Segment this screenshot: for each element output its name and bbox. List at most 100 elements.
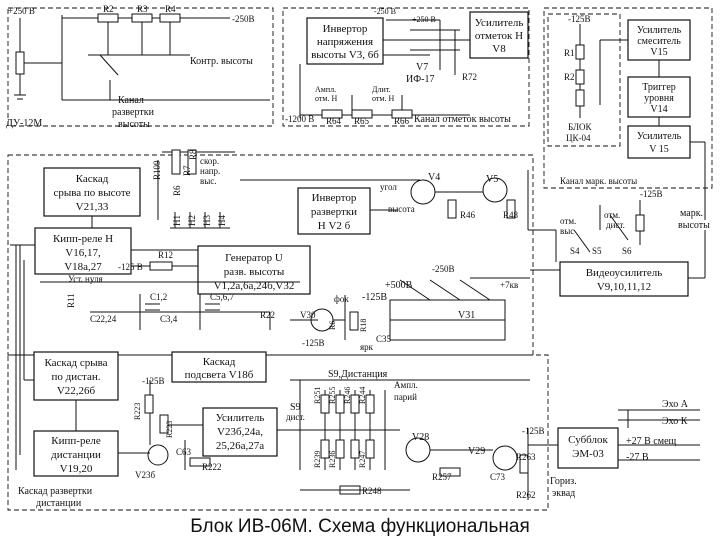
label: R236 (328, 451, 337, 468)
block-sweep-inverter (297, 187, 371, 235)
block-video-amplifier (559, 261, 689, 297)
block-line: высоты V3, 6б (311, 49, 379, 61)
label: дист. (606, 220, 625, 230)
block-line: напряжения (317, 36, 373, 48)
label: R72 (462, 72, 477, 82)
label: V5 (486, 174, 498, 185)
label: эквад (552, 488, 575, 499)
label: R2 (564, 72, 575, 82)
block-line: V21,33 (76, 201, 109, 213)
block-line: V1,2а,6а,24б,V32 (214, 280, 295, 292)
label: +7кв (500, 280, 518, 290)
label: V23б (135, 470, 155, 480)
label: Эхо А (662, 399, 689, 410)
block-line: уровня (644, 93, 674, 104)
label: дист. (286, 412, 305, 422)
label: БЛОК (568, 122, 593, 132)
block-line: Видеоусилитель (586, 267, 663, 279)
label: R11 (66, 293, 76, 308)
block-line: Усилитель (637, 131, 682, 142)
label: R255 (328, 387, 337, 404)
block-line: V19,20 (60, 463, 93, 475)
label: Н4 (217, 215, 227, 226)
label: Н2 (187, 215, 197, 226)
block-text-generator-u: Генератор U разв. высоты V1,2а,6а,24б,V3… (214, 252, 295, 292)
label: +27 В смещ (626, 436, 677, 447)
label: R257 (432, 472, 452, 482)
block-voltage-inverter (306, 17, 384, 65)
block-line: Каскад (76, 173, 109, 185)
block-marks-amplifier (469, 11, 529, 59)
block-text-video-amplifier: Видеоусилитель V9,10,11,12 (586, 267, 663, 293)
label: напр. (200, 166, 220, 176)
block-line: Усилитель (475, 17, 524, 29)
block-line: Кипп-реле (51, 435, 101, 447)
label: R109 (152, 160, 162, 180)
main-sweep-wiring (10, 149, 689, 470)
label: отм. Н (372, 94, 394, 103)
block-line: V18а,27 (64, 261, 102, 273)
label: -125В (362, 292, 387, 303)
label: дистанции (36, 498, 82, 509)
label: R2 (103, 4, 114, 14)
label: R239 (313, 451, 322, 468)
label: ДУ-12М (6, 118, 42, 129)
label: -250В (232, 14, 255, 24)
label: Ампл. (394, 380, 418, 390)
block-line: Триггер (642, 82, 676, 93)
label: -125 В (118, 262, 143, 272)
block-text-amplifier-v15: Усилитель V 15 (637, 131, 682, 155)
label: R3 (137, 4, 148, 14)
block-text-sweep-inverter: Инвертор развертки Н V2 б (311, 192, 357, 232)
block-line: отметок Н (475, 30, 523, 42)
label: -250 В (374, 7, 396, 16)
block-text-distance-breakdown: Каскад срыва по дистан. V22,26б (44, 357, 107, 397)
label: С1,2 (150, 292, 167, 302)
label: R18 (359, 319, 368, 332)
block-generator-u (197, 245, 311, 295)
label: угол (380, 182, 397, 192)
block-text-kipp-relay-h: Кипп-реле Н V16,17, V18а,27 (53, 233, 113, 273)
label: Канал отметок высоты (414, 114, 511, 125)
frame-distance-sweep (7, 354, 549, 511)
label: +250 В (412, 15, 436, 24)
block-text-level-trigger: Триггер уровня V14 (642, 82, 676, 115)
label: фок (334, 294, 349, 304)
block-line: Усилитель (637, 25, 682, 36)
label: -1200 В (285, 114, 314, 124)
label: Контр. высоты (190, 56, 253, 67)
block-line: V23б,24а, (217, 426, 263, 438)
label: S9,Дистанция (328, 369, 388, 380)
label: выс. (200, 176, 217, 186)
label: R251 (313, 387, 322, 404)
top-left-wiring (14, 13, 270, 101)
block-line: разв. высоты (224, 266, 285, 278)
block-line: Субблок (568, 434, 608, 446)
label: R1 (564, 48, 575, 58)
block-line: 25,26а,27а (216, 440, 264, 452)
label: высота (388, 204, 415, 214)
block-line: V8 (492, 43, 506, 55)
block-line: срыва по высоте (53, 187, 130, 199)
label: R6 (328, 321, 337, 330)
block-line: Каскад (203, 356, 236, 368)
block-line: ЭМ-03 (572, 448, 604, 460)
label: выс (560, 226, 574, 236)
block-distance-breakdown (33, 351, 119, 401)
label: R262 (516, 490, 536, 500)
label: R65 (354, 116, 370, 126)
label: -125В (302, 338, 325, 348)
label: развертки (112, 107, 155, 118)
label: Н1 (172, 215, 182, 226)
label: +500В (385, 280, 413, 291)
label: +250 В (8, 6, 35, 16)
frame-main-sweep (7, 154, 534, 356)
label: Канал марк. высоты (560, 176, 637, 186)
block-line: V14 (650, 104, 667, 115)
label: R7 (182, 165, 192, 176)
label: парий (394, 392, 417, 402)
label: V7 (416, 62, 428, 73)
frame-channel-height-sweep (7, 7, 274, 127)
label: R22 (260, 310, 275, 320)
label: S6 (622, 246, 632, 256)
